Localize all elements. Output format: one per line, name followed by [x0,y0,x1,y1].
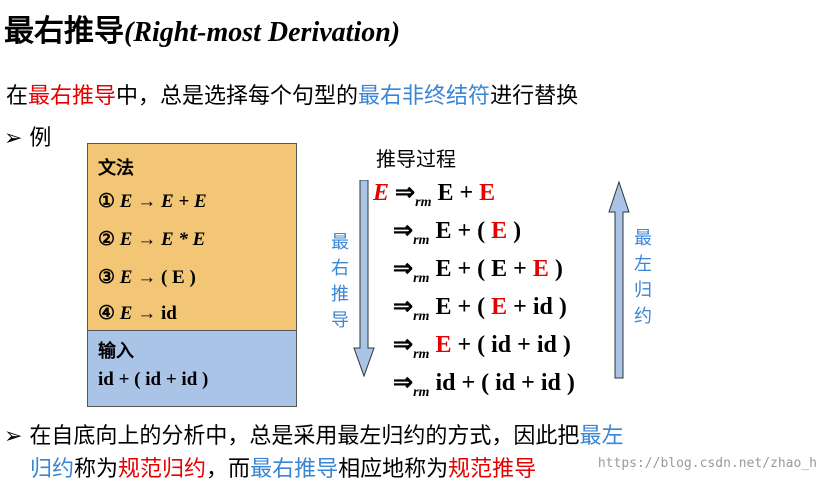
rule-number: ③ [98,267,116,288]
rule-arrow: → [137,267,157,288]
summary-highlight: 归约 [30,457,75,482]
step-text: E + [437,180,480,206]
label-leftmost-reduction: 最左归约 [632,226,654,330]
right-vertical-label: 最左归约 [632,226,654,330]
summary-highlight-red: 规范归约 [118,457,207,482]
summary-line-1: ➢ 在自底向上的分析中，总是采用最左归约的方式，因此把最左 [4,418,623,450]
step-text: E + ( [435,218,492,244]
step-text-post: ) [507,218,522,244]
vertical-label-char: 导 [331,310,349,331]
grammar-rule-2: ② E → E * E [98,228,205,251]
grammar-title: 文法 [98,158,134,179]
rule-lhs: E [119,229,133,250]
input-string: id + ( id + id ) [98,369,209,390]
rm-subscript: rm [415,195,432,210]
summary-line-2: 归约称为规范归约，而最右推导相应地称为规范推导 [30,451,536,483]
derive-arrow: ⇒ [393,332,414,358]
rm-subscript: rm [413,309,430,324]
rule-number: ② [98,229,116,250]
vertical-label-char: 左 [634,254,652,275]
title-en: (Right-most Derivation) [124,17,401,48]
input-title: 输入 [98,341,134,362]
up-arrow-icon [608,180,630,379]
rm-subscript: rm [413,385,430,400]
rule-arrow: → [137,191,157,212]
step-highlight: E [532,256,549,282]
grammar-rule-3: ③ E → ( E ) [98,266,196,289]
rule-arrow: → [137,229,157,250]
step-highlight: E [491,218,508,244]
rule-rhs: E * E [160,229,206,250]
watermark: https://blog.csdn.net/zhao_h [597,456,817,471]
step-text: E + ( E + [435,256,533,282]
intro-part-3: 进行替换 [490,84,579,109]
step-highlight: E [435,332,452,358]
rule-rhs: id [160,303,177,324]
grammar-rule-4: ④ E → id [98,302,177,325]
derive-arrow: ⇒ [393,370,414,396]
summary-text: ，而 [206,457,251,482]
vertical-label-char: 归 [634,280,652,301]
step-text-post: + ( id + id ) [451,332,571,358]
derivation-step-5: ⇒rm E + ( id + id ) [393,330,571,363]
derive-arrow: ⇒ [393,218,414,244]
summary-highlight: 最左 [579,424,624,449]
rm-subscript: rm [413,233,430,248]
rule-rhs: E + E [160,191,207,212]
step-text-post: ) [548,256,563,282]
start-symbol: E [373,180,390,206]
label-rightmost-derivation: 最右推导 [329,230,351,334]
derivation-title: 推导过程 [376,147,456,171]
down-arrow-icon [353,180,375,378]
rule-number: ④ [98,303,116,324]
rule-arrow: → [137,303,157,324]
summary-text: ➢ 在自底向上的分析中，总是采用最左归约的方式，因此把 [4,424,580,449]
intro-part-2: 中，总是选择每个句型的 [116,84,359,109]
step-text: E + ( [435,294,492,320]
grammar-panel: 文法 ① E → E + E ② E → E * E ③ E → ( E ) ④… [88,144,296,331]
intro-part-1: 在 [6,84,29,109]
rm-subscript: rm [413,347,430,362]
derivation-step-2: ⇒rm E + ( E ) [393,216,521,249]
title-zh: 最右推导 [4,14,124,49]
derivation-step-4: ⇒rm E + ( E + id ) [393,292,567,325]
derive-arrow: ⇒ [393,256,414,282]
grammar-rule-1: ① E → E + E [98,190,207,213]
vertical-label-char: 右 [331,258,349,279]
left-vertical-label: 最右推导 [329,230,351,334]
derivation-step-1: E ⇒rm E + E [373,178,495,211]
rm-subscript: rm [413,271,430,286]
summary-highlight: 最右推导 [250,457,339,482]
summary-highlight-red: 规范推导 [448,457,537,482]
intro-line: 在最右推导中，总是选择每个句型的最右非终结符进行替换 [6,78,578,110]
step-highlight: E [479,180,496,206]
rule-lhs: E [119,303,133,324]
derive-arrow: ⇒ [393,294,414,320]
rule-rhs: ( E ) [160,267,196,288]
vertical-label-char: 最 [634,228,652,249]
rule-number: ① [98,191,116,212]
rule-lhs: E [119,267,133,288]
example-label: ➢ 例 [4,126,52,151]
derivation-step-6: ⇒rm id + ( id + id ) [393,368,575,401]
intro-highlight-2: 最右非终结符 [358,84,491,109]
derive-arrow: ⇒ [395,180,416,206]
step-text-post: + id ) [507,294,567,320]
vertical-label-char: 推 [331,284,349,305]
vertical-label-char: 最 [331,232,349,253]
input-panel: 输入 id + ( id + id ) [88,331,296,406]
derivation-step-3: ⇒rm E + ( E + E ) [393,254,563,287]
intro-highlight-1: 最右推导 [28,84,117,109]
step-text: id + ( id + id ) [435,370,575,396]
summary-text: 称为 [74,457,119,482]
step-highlight: E [491,294,508,320]
slide-title: 最右推导(Right-most Derivation) [4,6,400,50]
summary-text: 相应地称为 [338,457,449,482]
rule-lhs: E [119,191,133,212]
grammar-box: 文法 ① E → E + E ② E → E * E ③ E → ( E ) ④… [87,143,297,407]
vertical-label-char: 约 [634,306,652,327]
